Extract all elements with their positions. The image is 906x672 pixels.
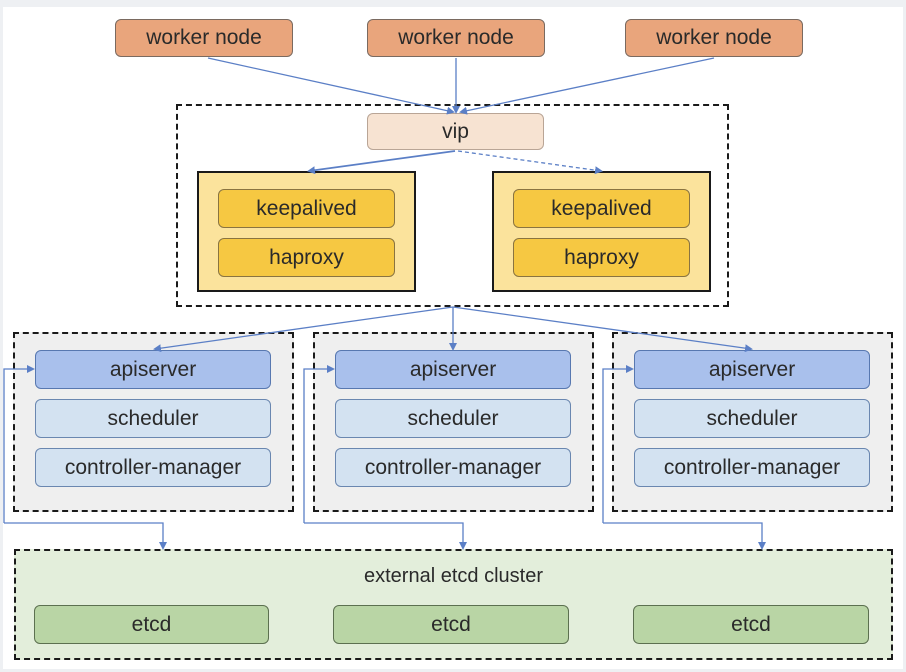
worker-node-1: worker node xyxy=(115,19,293,57)
load-balancer-group xyxy=(176,104,729,307)
arrow-loop-apiserver2 xyxy=(303,365,335,523)
worker-node-3: worker node xyxy=(625,19,803,57)
arrow-master3-etcd xyxy=(603,522,766,550)
connector-arrows xyxy=(3,57,766,550)
arrow-loop-apiserver3 xyxy=(602,365,634,523)
controller-manager-1: controller-manager xyxy=(35,448,271,487)
apiserver-3: apiserver xyxy=(634,350,870,389)
arrow-vip-lb1 xyxy=(307,150,456,175)
etcd-cluster-label: external etcd cluster xyxy=(364,565,543,587)
haproxy-1: haproxy xyxy=(218,238,395,277)
apiserver-2: apiserver xyxy=(335,350,571,389)
controller-manager-3: controller-manager xyxy=(634,448,870,487)
apiserver-1: apiserver xyxy=(35,350,271,389)
arrow-lb-apiserver3 xyxy=(452,306,753,353)
vip-box: vip xyxy=(367,113,544,150)
scheduler-1: scheduler xyxy=(35,399,271,438)
scheduler-2: scheduler xyxy=(335,399,571,438)
etcd-node-1: etcd xyxy=(34,605,269,644)
worker-node-2: worker node xyxy=(367,19,545,57)
keepalived-2: keepalived xyxy=(513,189,690,228)
arrow-lb-apiserver1 xyxy=(153,306,454,353)
scheduler-3: scheduler xyxy=(634,399,870,438)
arrow-master1-etcd xyxy=(4,522,167,550)
arrow-worker1-vip xyxy=(207,57,455,115)
arrow-worker3-vip xyxy=(459,57,715,115)
etcd-node-2: etcd xyxy=(333,605,569,644)
keepalived-1: keepalived xyxy=(218,189,395,228)
diagram-canvas: worker node worker node worker node vip … xyxy=(3,7,903,669)
etcd-node-3: etcd xyxy=(633,605,869,644)
arrow-master2-etcd xyxy=(304,522,467,550)
controller-manager-2: controller-manager xyxy=(335,448,571,487)
arrow-vip-lb2 xyxy=(457,150,603,175)
arrow-loop-apiserver1 xyxy=(3,365,35,523)
haproxy-2: haproxy xyxy=(513,238,690,277)
